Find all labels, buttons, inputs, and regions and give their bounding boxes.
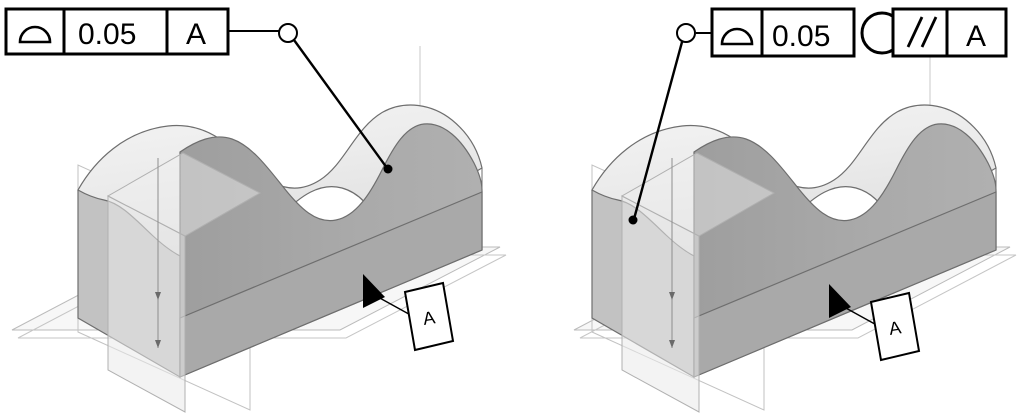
datum-box (869, 291, 921, 362)
datum-feature-symbol-a[interactable]: A (363, 274, 455, 352)
profile-of-surface-icon (18, 25, 52, 44)
datum-triangle (829, 284, 851, 318)
datum-box-letter: A (887, 317, 902, 339)
leader-line (632, 41, 684, 220)
left-view: A 0.05 A (4, 7, 507, 413)
right-view: A 0.05 (573, 7, 1017, 413)
right-leader[interactable] (628, 23, 713, 225)
cutting-plane (106, 152, 262, 413)
axis-indicator (155, 158, 161, 348)
right-feature-control-frame-1[interactable]: 0.05 (710, 7, 856, 58)
left-feature-control-frame[interactable]: 0.05 A (4, 7, 230, 56)
parallelism-icon (906, 16, 938, 48)
fcf-outer-box (4, 7, 230, 56)
datum-box-letter: A (421, 307, 436, 329)
right-feature-control-frame-2[interactable]: A (891, 7, 1008, 58)
leader-dot-terminator (383, 164, 393, 174)
tolerance-value: 0.05 (78, 18, 136, 51)
fcf-outer-box (891, 7, 1008, 58)
profile-of-surface-icon (720, 27, 754, 46)
fcf-outer-box (710, 7, 856, 58)
datum-feature-symbol-a[interactable]: A (829, 284, 921, 362)
all-over-symbol[interactable] (278, 23, 298, 43)
leader-dot-terminator (628, 215, 638, 225)
datum-box (403, 281, 455, 352)
left-leader[interactable] (228, 23, 393, 174)
leader-line (293, 39, 388, 169)
datum-reference-a: A (186, 18, 206, 51)
tolerance-value: 0.05 (772, 20, 830, 53)
datum-reference-a: A (966, 20, 986, 53)
all-over-symbol[interactable] (676, 23, 696, 43)
datum-triangle (363, 274, 385, 308)
axis-indicator (669, 158, 675, 348)
